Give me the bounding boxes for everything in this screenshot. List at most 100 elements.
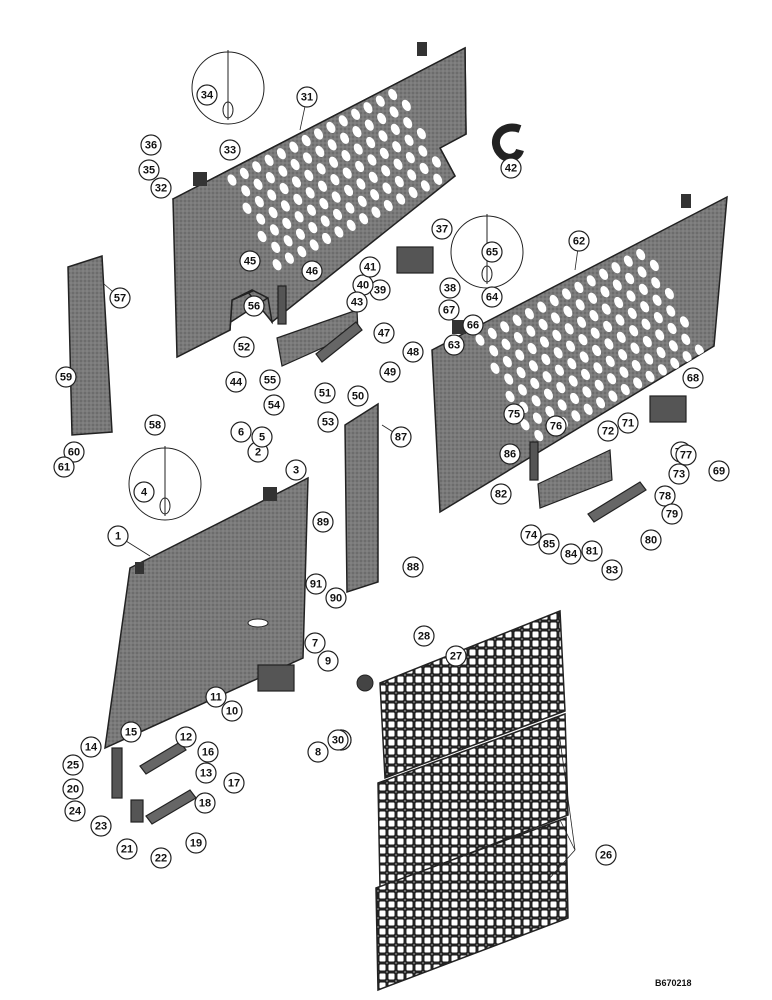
callout-59: 59 bbox=[55, 366, 77, 388]
callout-label: 35 bbox=[143, 165, 155, 177]
callout-14: 14 bbox=[80, 736, 102, 758]
callout-68: 68 bbox=[682, 367, 704, 389]
callout-7: 7 bbox=[304, 632, 326, 654]
callout-26: 26 bbox=[595, 844, 617, 866]
callout-label: 20 bbox=[67, 784, 79, 796]
callout-label: 52 bbox=[238, 342, 250, 354]
callout-label: 76 bbox=[550, 421, 562, 433]
callout-11: 11 bbox=[205, 686, 227, 708]
callout-62: 62 bbox=[568, 230, 590, 252]
callout-label: 39 bbox=[374, 285, 386, 297]
callout-label: 89 bbox=[317, 517, 329, 529]
callout-label: 58 bbox=[149, 420, 161, 432]
callout-78: 78 bbox=[654, 485, 676, 507]
callout-label: 66 bbox=[467, 320, 479, 332]
callout-12: 12 bbox=[175, 726, 197, 748]
callout-label: 51 bbox=[319, 388, 331, 400]
roller-29 bbox=[356, 674, 374, 692]
callout-57: 57 bbox=[109, 287, 131, 309]
callout-40: 40 bbox=[352, 274, 374, 296]
callout-37: 37 bbox=[431, 218, 453, 240]
callout-label: 9 bbox=[325, 656, 331, 668]
callout-46: 46 bbox=[301, 260, 323, 282]
callout-18: 18 bbox=[194, 792, 216, 814]
callout-17: 17 bbox=[223, 772, 245, 794]
seal-42 bbox=[492, 123, 524, 162]
callout-79: 79 bbox=[661, 503, 683, 525]
callout-34: 34 bbox=[196, 84, 218, 106]
reference-code: B670218 bbox=[655, 978, 692, 988]
callout-64: 64 bbox=[481, 286, 503, 308]
bracket-44-assembly bbox=[276, 246, 434, 367]
callout-label: 87 bbox=[395, 432, 407, 444]
callout-69: 69 bbox=[708, 460, 730, 482]
callout-label: 11 bbox=[210, 692, 222, 704]
callout-label: 84 bbox=[565, 549, 578, 561]
callout-80: 80 bbox=[640, 529, 662, 551]
perforation-holes-31 bbox=[227, 88, 445, 272]
callout-33: 33 bbox=[219, 139, 241, 161]
callout-label: 37 bbox=[436, 224, 448, 236]
callout-61: 61 bbox=[53, 456, 75, 478]
callout-10: 10 bbox=[221, 700, 243, 722]
callout-13: 13 bbox=[195, 762, 217, 784]
callout-label: 5 bbox=[259, 432, 265, 444]
callout-label: 46 bbox=[306, 266, 318, 278]
callout-label: 60 bbox=[68, 447, 80, 459]
callout-label: 75 bbox=[508, 409, 520, 421]
callout-label: 13 bbox=[200, 768, 212, 780]
callout-21: 21 bbox=[116, 838, 138, 860]
callout-label: 42 bbox=[505, 163, 517, 175]
callout-90: 90 bbox=[325, 587, 347, 609]
panel-62 bbox=[431, 194, 728, 514]
callout-label: 44 bbox=[230, 377, 243, 389]
callout-74: 74 bbox=[520, 524, 542, 546]
callout-8: 8 bbox=[307, 741, 329, 763]
callout-47: 47 bbox=[373, 322, 395, 344]
callout-label: 85 bbox=[543, 539, 555, 551]
strip-57 bbox=[67, 254, 113, 436]
callout-label: 8 bbox=[315, 747, 321, 759]
callout-label: 80 bbox=[645, 535, 657, 547]
callout-label: 50 bbox=[352, 391, 364, 403]
callout-65: 65 bbox=[481, 241, 503, 263]
callout-label: 69 bbox=[713, 466, 725, 478]
callout-label: 27 bbox=[450, 651, 462, 663]
callout-label: 41 bbox=[364, 262, 376, 274]
callout-label: 18 bbox=[199, 798, 211, 810]
callout-label: 30 bbox=[332, 735, 344, 747]
callout-27: 27 bbox=[445, 645, 467, 667]
callout-63: 63 bbox=[443, 334, 465, 356]
callout-label: 82 bbox=[495, 489, 507, 501]
callout-76: 76 bbox=[545, 415, 567, 437]
callout-label: 73 bbox=[673, 469, 685, 481]
callout-label: 57 bbox=[114, 293, 126, 305]
callout-54: 54 bbox=[263, 394, 285, 416]
callout-label: 63 bbox=[448, 340, 460, 352]
callout-60: 60 bbox=[63, 441, 85, 463]
callout-1: 1 bbox=[107, 525, 129, 547]
callout-label: 40 bbox=[357, 280, 369, 292]
callout-label: 10 bbox=[226, 706, 238, 718]
callout-label: 68 bbox=[687, 373, 699, 385]
callout-58: 58 bbox=[144, 414, 166, 436]
callout-38: 38 bbox=[439, 277, 461, 299]
callout-label: 77 bbox=[680, 450, 692, 462]
callout-24: 24 bbox=[64, 800, 86, 822]
callout-25: 25 bbox=[62, 754, 84, 776]
callout-32: 32 bbox=[150, 177, 172, 199]
callout-30: 30 bbox=[327, 729, 349, 751]
callout-label: 74 bbox=[525, 530, 538, 542]
callout-45: 45 bbox=[239, 250, 261, 272]
panel-1 bbox=[104, 476, 309, 750]
callout-16: 16 bbox=[197, 741, 219, 763]
callout-87: 87 bbox=[390, 426, 412, 448]
strip-87 bbox=[344, 402, 379, 594]
callout-73: 73 bbox=[668, 463, 690, 485]
callout-label: 38 bbox=[444, 283, 456, 295]
callout-label: 21 bbox=[121, 844, 133, 856]
callout-label: 4 bbox=[141, 487, 148, 499]
callout-41: 41 bbox=[359, 256, 381, 278]
wire-mesh-26 bbox=[375, 609, 569, 992]
